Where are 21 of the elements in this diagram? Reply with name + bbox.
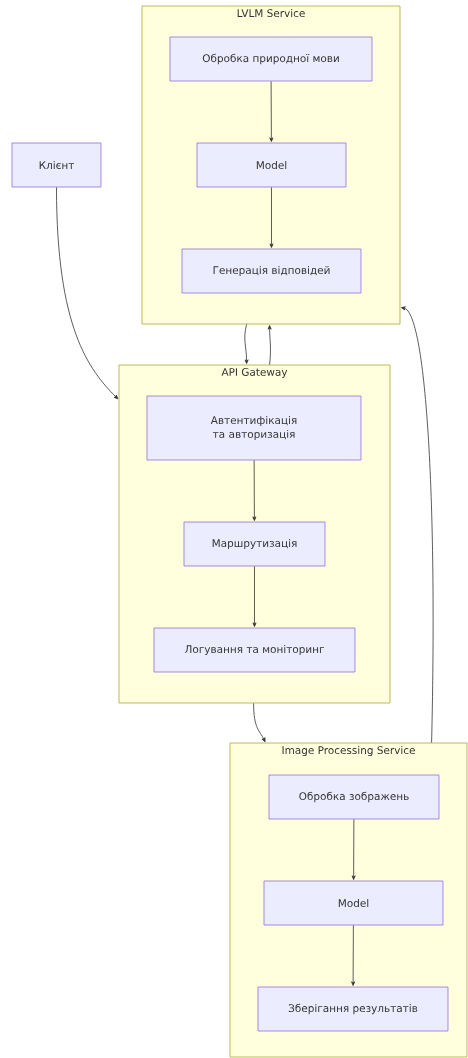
arrow: [269, 187, 274, 248]
process-box: Автентифікація та авторизація: [146, 395, 362, 461]
arrow: [267, 325, 272, 365]
arrow: [252, 566, 257, 627]
arrow: [244, 324, 249, 364]
arrow: [269, 81, 274, 142]
arrow: [401, 306, 434, 743]
process-box: Обробка зображень: [268, 774, 440, 820]
process-box: Обробка природної мови: [169, 36, 373, 82]
arrow: [351, 819, 356, 880]
arrow: [253, 703, 266, 743]
process-box: Клієнт: [11, 142, 102, 188]
process-box: Model: [196, 142, 347, 188]
process-box: Маршрутизація: [183, 521, 326, 567]
process-box: Логування та моніторинг: [153, 627, 356, 673]
arrow: [252, 460, 257, 521]
process-box: Генерація відповідей: [181, 248, 362, 294]
arrow: [56, 187, 119, 400]
process-box: Model: [263, 880, 444, 926]
arrow: [351, 925, 356, 986]
process-box: Зберігання результатів: [257, 986, 449, 1032]
